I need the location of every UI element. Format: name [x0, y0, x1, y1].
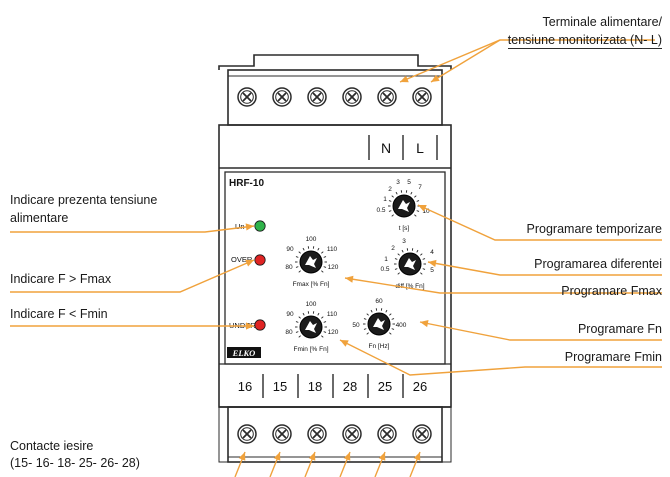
led-over-light — [254, 254, 266, 266]
arrowhead-icon — [245, 259, 254, 267]
dial-caption: Fn [Hz] — [369, 343, 390, 350]
arrowhead-icon — [431, 74, 440, 82]
dial-tick-label: 120 — [328, 264, 339, 271]
bottom-terminal-number: 26 — [413, 379, 427, 394]
dial-tick-label: 3 — [402, 238, 406, 245]
dial-tick-label: 5 — [430, 267, 434, 274]
label-prog-delay: Programare temporizare — [526, 222, 662, 236]
dial-tick-label: 100 — [306, 236, 317, 243]
dial-tick-label: 2 — [391, 245, 395, 252]
arrowhead-icon — [400, 75, 409, 83]
contact-arrows — [234, 451, 421, 477]
label-prog-diff: Programarea diferentei — [534, 257, 662, 271]
bottom-terminal-number: 25 — [378, 379, 392, 394]
dial-caption: Fmax [% Fn] — [293, 281, 330, 288]
brand-logo — [227, 347, 261, 358]
arrowhead-icon — [245, 223, 254, 231]
dial-caption: t [s] — [399, 225, 410, 232]
dial-tick-label: 100 — [306, 301, 317, 308]
bottom-terminal-screws — [237, 424, 432, 444]
model-label: HRF-10 — [229, 178, 264, 189]
dial-fn[interactable]: 50 60 400 Fn [Hz] — [352, 298, 406, 350]
label-indicator-under: Indicare F < Fmin — [10, 307, 108, 321]
dial-tick-label: 3 — [396, 179, 400, 186]
arrowhead-icon — [428, 259, 437, 267]
label-contacts-line1: Contacte iesire — [10, 439, 94, 453]
dial-tick-label: 60 — [375, 298, 383, 305]
label-prog-fn: Programare Fn — [577, 322, 662, 336]
dial-tick-label: 110 — [327, 246, 338, 253]
contact-arrow-icon — [378, 452, 386, 461]
led-over-label: OVER — [231, 255, 253, 264]
dial-tick-label: 10 — [422, 208, 430, 215]
label-indicator-un-line1: Indicare prezenta tensiune — [10, 193, 158, 207]
led-under-light — [254, 319, 266, 331]
dial-tick-label: 80 — [285, 329, 293, 336]
dial-tick-label: 400 — [396, 322, 407, 329]
device-housing — [218, 54, 452, 463]
terminal-n-label: N — [381, 140, 391, 156]
top-terminal-labels — [368, 135, 438, 160]
contact-arrow-icon — [308, 452, 316, 461]
dial-diff[interactable]: 0.5 123 4 5 diff [% Fn] — [380, 238, 434, 290]
dial-tick-label: 1 — [383, 196, 387, 203]
led-un: Un — [235, 220, 266, 232]
label-contacts-line2: (15- 16- 18- 25- 26- 28) — [10, 456, 140, 470]
callout-lines — [10, 39, 662, 376]
dial-tick-label: 1 — [384, 256, 388, 263]
bottom-terminal-number: 15 — [273, 379, 287, 394]
callout-arrowheads — [245, 74, 440, 347]
dial-caption: Fmin [% Fn] — [293, 346, 328, 353]
dial-tick-label: 4 — [430, 249, 434, 256]
dial-tick-label: 80 — [285, 264, 293, 271]
label-top-terminals-line2: tensiune monitorizata (N- L) — [507, 33, 662, 49]
bottom-terminal-number: 18 — [308, 379, 322, 394]
label-indicator-un-line2: alimentare — [10, 211, 69, 225]
arrowhead-icon — [345, 275, 354, 283]
led-un-label: Un — [235, 222, 245, 231]
dial-tick-label: 5 — [407, 179, 411, 186]
dial-tick-label: 90 — [286, 246, 294, 253]
label-indicator-over: Indicare F > Fmax — [10, 272, 112, 286]
bottom-terminal-number: 28 — [343, 379, 357, 394]
top-terminal-screws — [237, 87, 432, 107]
arrowhead-icon — [340, 340, 349, 347]
dial-tick-label: 110 — [327, 311, 338, 318]
dial-tick-label: 90 — [286, 311, 294, 318]
arrowhead-icon — [246, 322, 254, 330]
dial-tick-label: 7 — [418, 184, 422, 191]
terminal-l-label: L — [416, 140, 424, 156]
dial-tick-label: 0.5 — [380, 266, 389, 273]
label-prog-fmax: Programare Fmax — [561, 284, 662, 298]
brand-logo-text: ELKO — [232, 348, 256, 358]
arrowhead-icon — [418, 205, 427, 212]
label-top-terminals-line1: Terminale alimentare/ — [542, 15, 663, 29]
bottom-terminal-separators — [262, 374, 404, 398]
dial-tick-label: 2 — [388, 186, 392, 193]
dial-tick-label: 0.5 — [376, 207, 385, 214]
contact-arrow-icon — [413, 452, 421, 461]
led-un-light — [254, 220, 266, 232]
dial-caption: diff [% Fn] — [395, 283, 424, 290]
dial-tick-label: 120 — [328, 329, 339, 336]
dial-tick-label: 50 — [352, 322, 360, 329]
contact-arrow-icon — [343, 452, 351, 461]
bottom-terminal-numbers: 16 15 18 28 25 26 — [238, 379, 427, 394]
bottom-terminal-number: 16 — [238, 379, 252, 394]
label-prog-fmin: Programare Fmin — [564, 350, 662, 364]
contact-arrow-icon — [273, 452, 281, 461]
arrowhead-icon — [420, 320, 429, 328]
led-over: OVER — [231, 254, 266, 266]
contact-arrow-icon — [238, 452, 246, 461]
